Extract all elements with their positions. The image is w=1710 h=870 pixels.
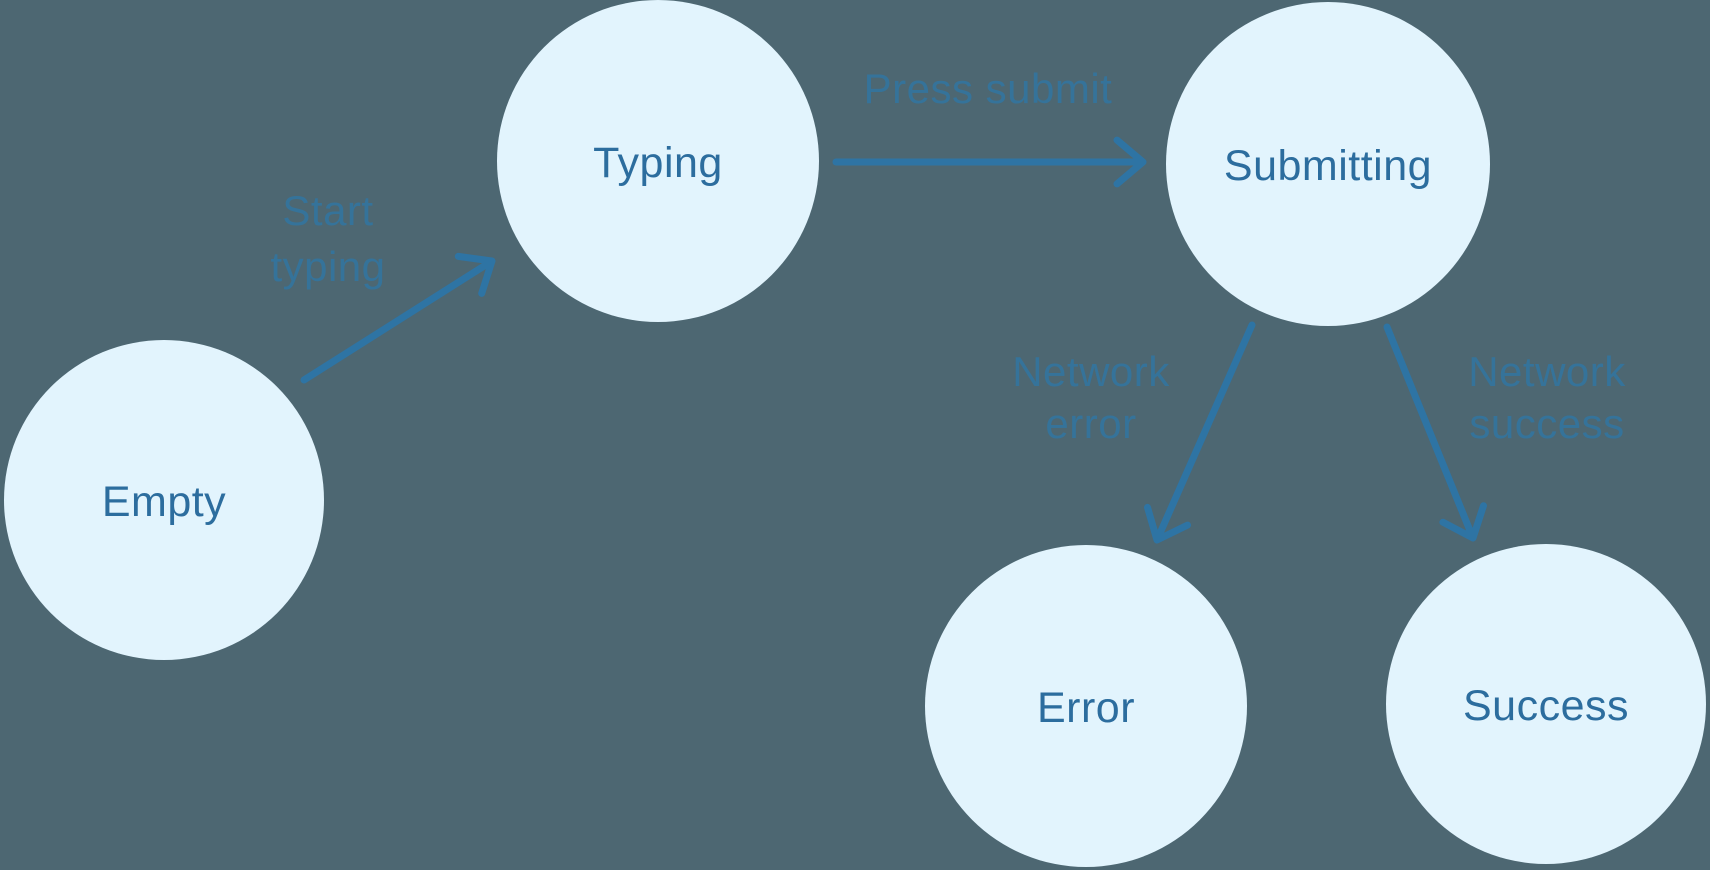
state-node-success: Success xyxy=(1386,544,1706,864)
transition-network-error: Network error xyxy=(1012,321,1256,544)
arrow-network-error xyxy=(1144,321,1256,544)
state-circle-typing xyxy=(497,0,819,322)
state-label-empty: Empty xyxy=(102,478,226,526)
state-label-typing: Typing xyxy=(593,139,723,187)
state-node-error: Error xyxy=(925,545,1247,867)
state-circle-error xyxy=(925,545,1247,867)
state-label-error: Error xyxy=(1037,684,1135,732)
transition-label-line: Network xyxy=(1012,348,1170,395)
transition-label-line: success xyxy=(1469,400,1624,447)
transition-start-typing: Start typing xyxy=(270,187,496,384)
state-label-success: Success xyxy=(1463,682,1629,730)
transition-label-line: Start xyxy=(282,187,373,234)
state-circle-submitting xyxy=(1166,2,1490,326)
transition-label-press-submit: Press submit xyxy=(864,65,1113,112)
state-circle-empty xyxy=(4,340,324,660)
transition-label-line: Press submit xyxy=(864,65,1113,112)
arrow-network-success xyxy=(1383,323,1487,542)
transition-press-submit: Press submit xyxy=(832,65,1147,188)
arrow-start-typing xyxy=(300,252,496,384)
state-circle-success xyxy=(1386,544,1706,864)
transition-network-success: Network success xyxy=(1383,323,1626,542)
arrow-press-submit xyxy=(832,136,1147,188)
state-node-typing: Typing xyxy=(497,0,819,322)
transition-label-line: typing xyxy=(270,243,385,290)
transition-label-line: Network xyxy=(1468,348,1626,395)
state-node-submitting: Submitting xyxy=(1166,2,1490,326)
state-label-submitting: Submitting xyxy=(1224,142,1432,190)
state-node-empty: Empty xyxy=(4,340,324,660)
transition-label-line: error xyxy=(1045,400,1136,447)
transition-label-network-success: Network success xyxy=(1468,348,1626,447)
transition-label-network-error: Network error xyxy=(1012,348,1170,447)
transition-label-start-typing: Start typing xyxy=(270,187,385,290)
